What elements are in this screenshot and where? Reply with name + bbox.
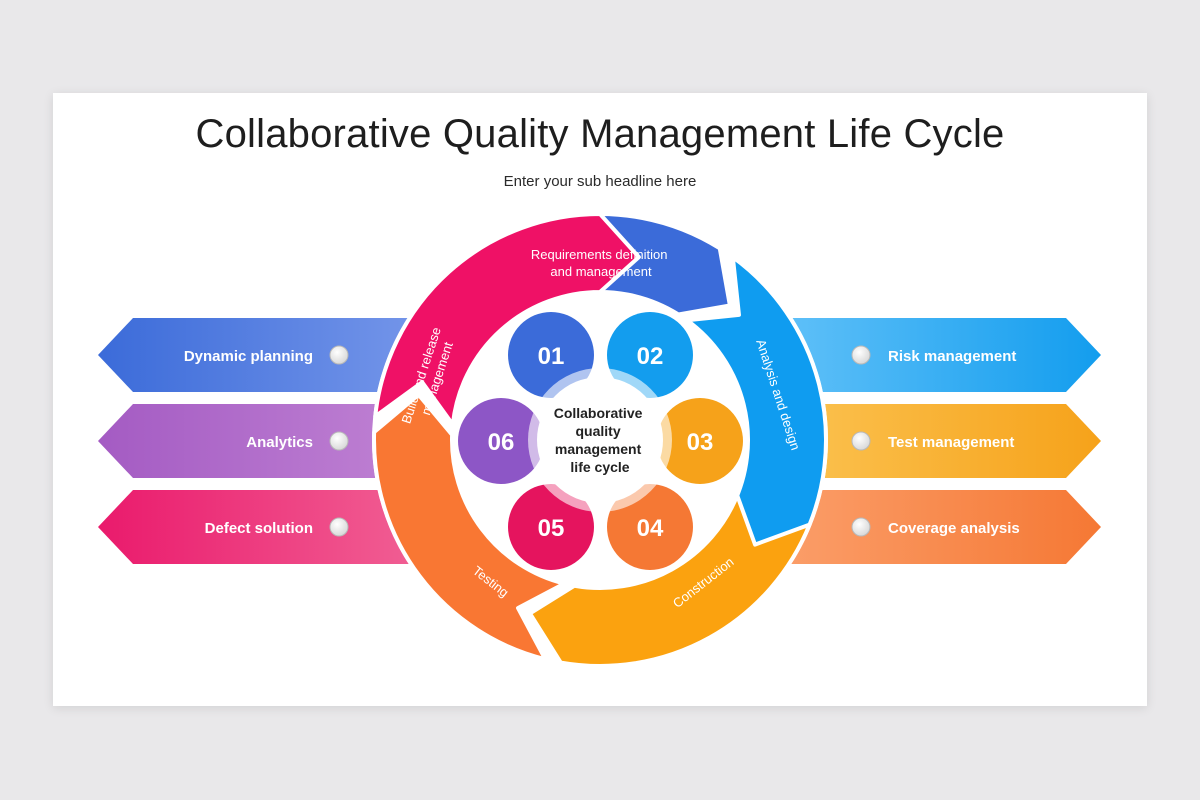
bullet-dot — [329, 345, 349, 365]
banner-right-coverage-analysis — [730, 490, 1101, 564]
banner-label-coverage-analysis: Coverage analysis — [888, 520, 1020, 537]
banner-right-risk-management — [730, 318, 1101, 392]
center-hub — [537, 377, 663, 503]
center-label: Collaborative quality management life cy… — [554, 405, 647, 475]
banner-label-test-management: Test management — [888, 434, 1014, 451]
step-number-05: 05 — [538, 515, 565, 542]
ring-segments — [372, 212, 828, 668]
bullet-dot — [851, 517, 871, 537]
segment-label-requirements: Requirements definition and management — [531, 247, 671, 279]
slide-title: Collaborative Quality Management Life Cy… — [195, 112, 1005, 156]
banner-left-dynamic-planning — [98, 318, 470, 392]
step-number-02: 02 — [637, 343, 664, 370]
ring-segment-construction — [527, 493, 812, 668]
step-number-01: 01 — [538, 343, 565, 370]
ring-segment-build-release — [373, 212, 641, 427]
step-circle-03 — [657, 398, 743, 484]
bullet-dot — [851, 431, 871, 451]
step-circle-06 — [458, 398, 544, 484]
step-number-06: 06 — [488, 429, 515, 456]
bullet-dots — [329, 345, 871, 537]
banner-label-dynamic-planning: Dynamic planning — [184, 348, 313, 365]
ring-segment-testing — [372, 392, 567, 662]
bullet-dot — [851, 345, 871, 365]
step-number-04: 04 — [637, 515, 664, 542]
bullet-dot — [329, 517, 349, 537]
banner-left-defect-solution — [98, 490, 470, 564]
step-number-03: 03 — [687, 429, 714, 456]
banner-label-risk-management: Risk management — [888, 348, 1016, 365]
banner-label-analytics: Analytics — [246, 434, 313, 451]
banner-label-defect-solution: Defect solution — [205, 520, 313, 537]
slide-subtitle: Enter your sub headline here — [503, 173, 697, 190]
bullet-dot — [329, 431, 349, 451]
